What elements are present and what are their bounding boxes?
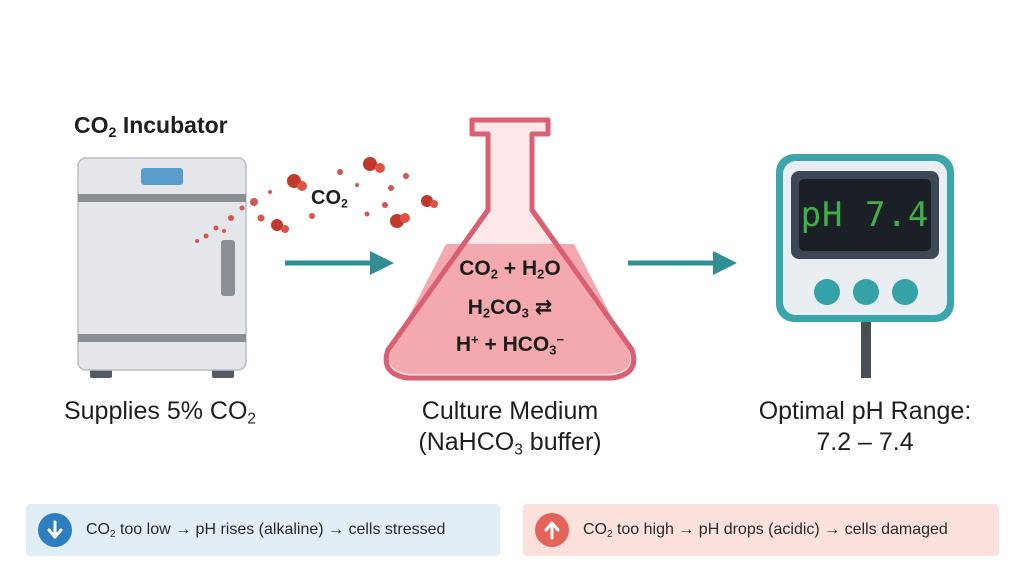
medium-caption-line-1: Culture Medium [421,397,599,425]
equation-line-1: CO2 + H2O [459,257,561,282]
equation-line-2: H2CO3 ⇄ [467,296,553,321]
equation-line-3: H+ + HCO3− [455,331,565,358]
medium-caption: Culture Medium (NaHCO3 buffer) [380,396,640,459]
arrow-icon [285,251,394,275]
arrow-up-icon [535,513,569,547]
high-co2-note: CO2 too high → pH drops (acidic) → cells… [523,504,999,556]
high-co2-text: CO2 too high → pH drops (acidic) → cells… [583,521,948,540]
co2-molecules [195,157,438,243]
medium-caption-line-2: (NaHCO3 buffer) [418,428,602,459]
low-co2-text: CO2 too low → pH rises (alkaline) → cell… [86,521,446,540]
arrow-icon [628,251,737,275]
low-co2-note: CO2 too low → pH rises (alkaline) → cell… [26,504,500,556]
arrow-down-icon [38,513,72,547]
ph-meter-icon [776,154,954,378]
ph-caption-line-1: Optimal pH Range: [758,397,972,425]
incubator-title: CO2 Incubator [74,112,228,141]
incubator-caption: Supplies 5% CO2 [63,397,257,428]
ph-display: pH 7.4 [800,195,930,235]
incubator-icon [77,157,247,378]
co2-label: CO2 [311,187,348,211]
ph-caption: Optimal pH Range: 7.2 – 7.4 [740,396,990,459]
flask-icon [383,117,637,381]
ph-caption-line-2: 7.2 – 7.4 [816,428,914,457]
